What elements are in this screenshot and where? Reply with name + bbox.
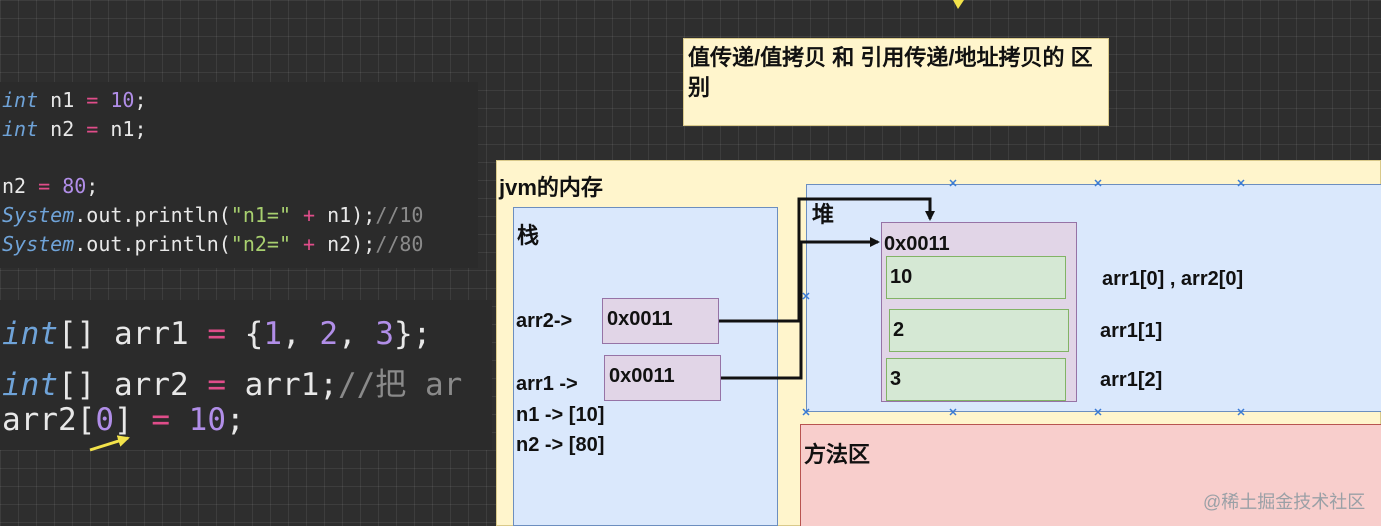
arr2-pointer-arrow bbox=[719, 197, 935, 323]
arr1-label: arr1 -> bbox=[516, 373, 578, 395]
arr2-address-box: 0x0011 bbox=[602, 298, 719, 344]
code-line: System.out.println("n1=" + n1);//10 bbox=[2, 203, 424, 227]
heap-label: 堆 bbox=[812, 202, 835, 227]
selection-handles bbox=[802, 179, 1245, 416]
stack-label: 栈 bbox=[517, 223, 540, 248]
code-line: int n1 = 10; bbox=[2, 88, 147, 112]
code-line: int[] arr2 = arr1;//把 ar bbox=[2, 367, 463, 403]
method-area bbox=[800, 424, 1381, 526]
code-panel-arrays: int[] arr1 = {1, 2, 3}; int[] arr2 = arr… bbox=[0, 300, 492, 450]
code-line: arr2[0] = 10; bbox=[2, 402, 245, 438]
method-area-label: 方法区 bbox=[804, 442, 871, 467]
highlight-arrow-icon bbox=[89, 435, 130, 452]
arr1-address-box: 0x0011 bbox=[604, 355, 721, 401]
n1-value: n1 -> [10] bbox=[516, 404, 605, 426]
array-address-label: 0x0011 bbox=[884, 233, 950, 255]
arr2-label: arr2-> bbox=[516, 310, 573, 332]
code-line: n2 = 80; bbox=[2, 174, 99, 198]
array-cell-0: 10 bbox=[886, 256, 1066, 299]
code-line: System.out.println("n2=" + n2);//80 bbox=[2, 232, 424, 256]
array-cell-2: 3 bbox=[886, 358, 1066, 401]
jvm-label: jvm的内存 bbox=[499, 175, 603, 200]
array-cell-0-label: arr1[0] , arr2[0] bbox=[1102, 268, 1244, 290]
code-line: int n2 = n1; bbox=[2, 117, 147, 141]
code-line: int[] arr1 = {1, 2, 3}; bbox=[2, 316, 432, 352]
title-note: 值传递/值拷贝 和 引用传递/地址拷贝的 区别 bbox=[683, 38, 1109, 126]
watermark: @稀土掘金技术社区 bbox=[1203, 492, 1366, 512]
array-cell-1: 2 bbox=[889, 309, 1069, 352]
n2-value: n2 -> [80] bbox=[516, 434, 605, 456]
arr1-pointer-arrow bbox=[721, 237, 880, 380]
code-panel-primitives: int n1 = 10; int n2 = n1; n2 = 80; Syste… bbox=[0, 82, 478, 268]
array-cell-2-label: arr1[2] bbox=[1100, 369, 1163, 391]
array-cell-1-label: arr1[1] bbox=[1100, 320, 1163, 342]
top-marker-icon bbox=[953, 0, 964, 9]
